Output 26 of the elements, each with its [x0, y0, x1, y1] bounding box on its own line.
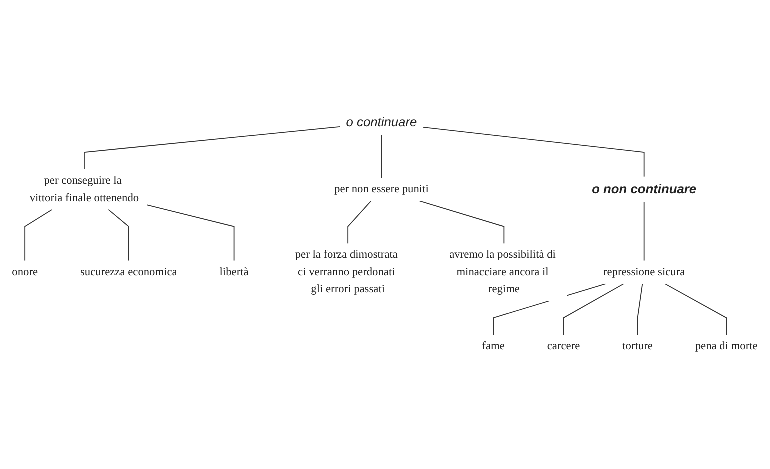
node-text: per conseguire la vittoria finale ottenendo [30, 175, 140, 204]
connector [419, 201, 505, 245]
node-text: onore [12, 266, 38, 279]
node-text: repressione sicura [603, 266, 686, 279]
connector [664, 284, 728, 336]
connector [348, 201, 372, 245]
connector [24, 210, 53, 262]
connector [146, 205, 235, 262]
connector [644, 202, 645, 262]
node-text: avremo la possibilità di minacciare ancora il regime [450, 249, 556, 296]
node-text: per la forza dimostrata ci verranno perdonati gli errori passati [295, 249, 398, 296]
node-text: fame [482, 340, 505, 353]
node-text: torture [622, 340, 653, 353]
connector [84, 126, 341, 170]
node-text: libertà [220, 266, 249, 279]
node-text: pena di morte [695, 340, 758, 353]
node-text: o non continuare [592, 182, 697, 197]
connector [563, 284, 624, 336]
connector [108, 210, 130, 262]
node-text: per non essere puniti [334, 184, 429, 196]
connector [381, 135, 382, 179]
connector [422, 127, 645, 178]
node-text: carcere [547, 340, 580, 353]
connector [637, 284, 644, 336]
node-text: o continuare [346, 116, 418, 130]
node-text: sucurezza economica [80, 266, 178, 279]
